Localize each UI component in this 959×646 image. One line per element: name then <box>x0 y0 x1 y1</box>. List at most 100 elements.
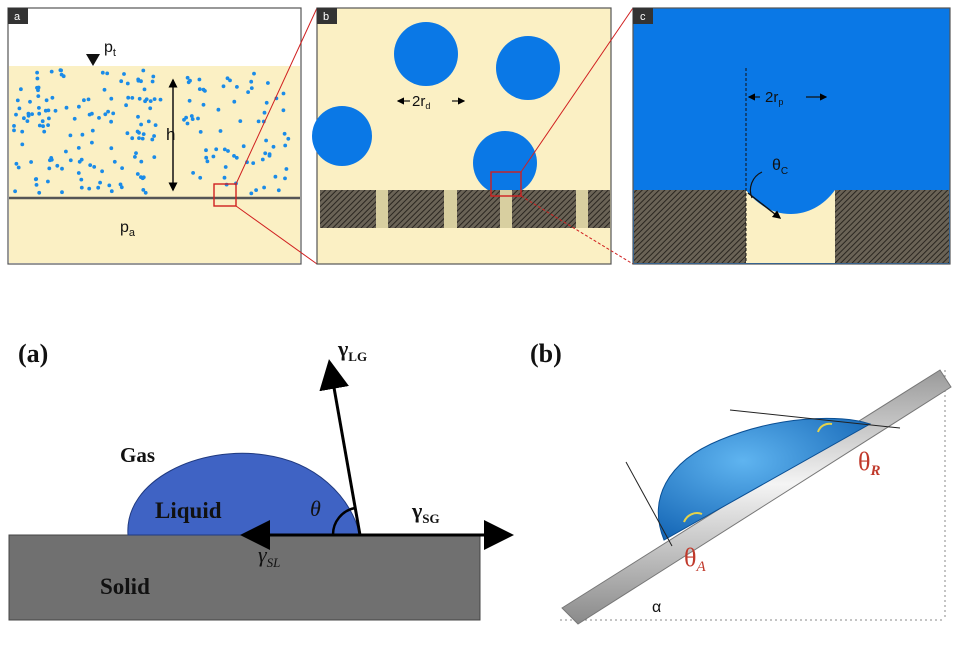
droplet-dot <box>246 90 251 94</box>
droplet-dot <box>263 151 268 156</box>
droplet-dot <box>153 123 158 127</box>
droplet-dot <box>37 123 42 128</box>
panel-b: b 2rd <box>312 7 612 265</box>
droplet-dot <box>111 111 116 116</box>
droplet-dot <box>119 79 124 84</box>
droplet-dot <box>72 116 77 121</box>
droplet-dot <box>109 146 114 151</box>
droplet-dot <box>266 81 270 85</box>
droplet-dot <box>37 111 42 116</box>
height-label: h <box>166 125 175 144</box>
droplet-dot <box>187 98 192 103</box>
membrane-block <box>588 190 610 228</box>
droplet-dot <box>204 155 209 160</box>
droplet-dot <box>80 132 85 137</box>
droplet-dot <box>125 131 130 136</box>
droplet-dot <box>186 80 191 85</box>
droplet-dot <box>112 159 117 164</box>
droplet-dot <box>150 137 155 142</box>
advancing-angle-label: θA <box>684 543 706 575</box>
droplet-dot <box>76 146 81 150</box>
droplet-dot <box>30 112 34 116</box>
pressure-marker-icon <box>86 54 100 66</box>
droplet-dot <box>79 157 84 162</box>
droplet-dot <box>216 107 221 112</box>
tilt-angle-label: α <box>652 599 661 616</box>
droplet-dot <box>234 155 239 160</box>
droplet-dot <box>64 149 68 154</box>
droplet-dot <box>143 99 148 104</box>
droplet <box>312 106 372 166</box>
droplet-dot <box>120 166 124 171</box>
droplet-dot <box>100 169 104 174</box>
droplet-dot <box>211 154 216 159</box>
membrane-block <box>388 190 444 228</box>
droplet-dot <box>19 87 23 92</box>
droplet-dot <box>42 129 47 134</box>
gamma-lg-label: γLG <box>337 336 367 364</box>
droplet-dot <box>264 100 269 105</box>
panel-a: a pt h pa <box>7 7 302 265</box>
droplet-dot <box>254 188 258 193</box>
panel-label-b: (b) <box>530 339 562 368</box>
droplet-dot <box>185 75 190 80</box>
droplet-dot <box>135 129 140 134</box>
droplet-dot <box>218 129 223 133</box>
droplet-dot <box>281 108 286 113</box>
droplet-dot <box>47 166 52 171</box>
membrane-block <box>320 190 376 228</box>
droplet-dot <box>79 185 84 190</box>
droplet-dot <box>35 70 39 75</box>
droplet-dot <box>136 114 140 119</box>
droplet-dot <box>14 161 19 166</box>
solid-substrate <box>8 534 481 621</box>
liquid-label: Liquid <box>155 498 222 523</box>
droplet-diameter-label: 2rd <box>412 93 430 111</box>
droplet-dot <box>97 116 101 120</box>
droplet-dot <box>60 166 64 171</box>
droplet-dot <box>204 148 208 153</box>
droplet-dot <box>28 99 32 104</box>
droplet-dot <box>148 99 153 103</box>
droplet-dot <box>59 72 64 77</box>
droplet-dot <box>222 147 227 152</box>
droplet-dot <box>249 79 254 84</box>
droplet-dot <box>282 131 287 136</box>
droplet-dot <box>49 69 54 74</box>
droplet-dot <box>37 190 42 195</box>
gamma-sl-label: γSL <box>258 542 280 570</box>
zoom-box-b <box>490 171 522 197</box>
droplet-dot <box>151 74 156 79</box>
droplet-dot <box>20 142 25 147</box>
panel-label-a: (a) <box>18 339 48 368</box>
droplet-dot <box>20 129 25 134</box>
droplet-dot <box>103 112 108 117</box>
droplet-dot <box>150 79 155 84</box>
pressure-top-label: pt <box>104 39 116 59</box>
pore-wall-left <box>634 190 746 263</box>
droplet-dot <box>49 156 54 160</box>
droplet-dot <box>79 177 84 182</box>
membrane-block <box>512 190 576 228</box>
droplet-dot <box>201 102 206 107</box>
droplet-dot <box>137 96 142 101</box>
droplet-dot <box>46 179 50 184</box>
droplet-dot <box>286 136 291 141</box>
droplet-dot <box>16 165 21 170</box>
panel-tag-a: a <box>14 11 21 23</box>
droplet-dot <box>126 95 131 100</box>
droplet-dot <box>232 154 236 158</box>
droplet-dot <box>40 119 45 124</box>
droplet-dot <box>256 119 261 124</box>
droplet-dot <box>12 128 16 133</box>
droplet-dot <box>189 114 194 118</box>
droplet-dot <box>14 112 18 117</box>
droplet-dot <box>82 98 86 103</box>
droplet-dot <box>17 106 22 111</box>
panel-tag-c: c <box>640 11 646 23</box>
droplet-dot <box>109 119 113 124</box>
droplet-dot <box>122 72 126 76</box>
droplet <box>394 22 458 86</box>
droplet-dot <box>283 176 287 181</box>
droplet-dot <box>146 119 151 124</box>
